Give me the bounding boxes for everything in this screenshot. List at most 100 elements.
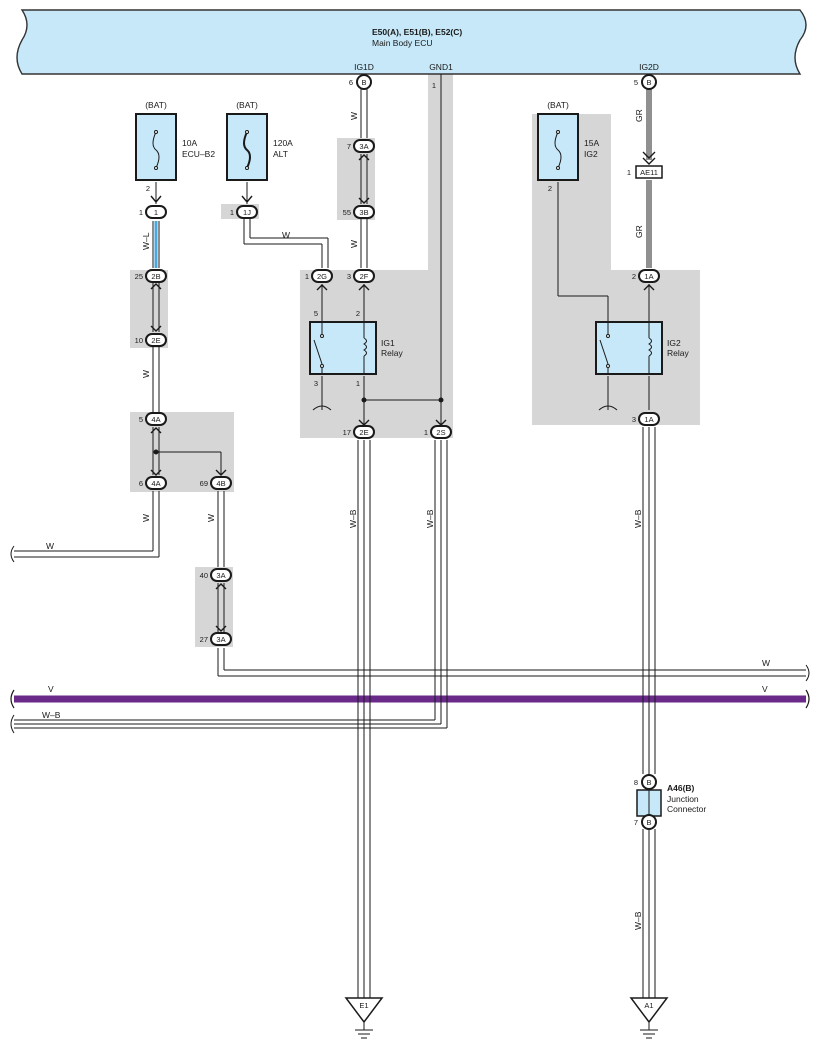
relay-sub: Relay <box>667 348 689 358</box>
connector-code: 3B <box>359 208 368 217</box>
fuse-source-label: (BAT) <box>145 100 167 110</box>
relay-pin: 3 <box>314 379 318 388</box>
connector-code: 2S <box>436 428 445 437</box>
fuse-ecu-b2: (BAT) 10A ECU–B2 2 <box>135 100 215 193</box>
connector-c2b: 2B 25 <box>135 269 167 283</box>
connector-shape <box>236 205 258 219</box>
connector-c1j: 1J1 <box>230 205 258 219</box>
main-body-ecu: E50(A), E51(B), E52(C) Main Body ECU IG1… <box>16 9 807 75</box>
connector-pin: 55 <box>343 208 351 217</box>
ground-label: E1 <box>359 1001 368 1010</box>
connector-shape <box>311 269 333 283</box>
connector-code: 2G <box>317 272 327 281</box>
connector-pin: 17 <box>343 428 351 437</box>
connector-c2e-a: 2E 10 <box>135 333 167 347</box>
connector-code: 2B <box>151 272 160 281</box>
fuse-name: ALT <box>273 149 288 159</box>
junction-pin-top: 8 <box>634 778 638 787</box>
relay-name: IG2 <box>667 338 681 348</box>
connector-shape <box>430 425 452 439</box>
ig2d-pin: 5 <box>634 78 638 87</box>
connector-shape <box>145 476 167 490</box>
junction-code: A46(B) <box>667 783 695 793</box>
fuse-source-label: (BAT) <box>547 100 569 110</box>
connector-pin: 1 <box>139 208 143 217</box>
connector-shape <box>210 568 232 582</box>
fuse-ig2: (BAT) 15A IG2 2 <box>537 100 599 193</box>
ig1d-pin: 6 <box>349 78 353 87</box>
ground-e1: E1 <box>344 997 384 1039</box>
junction-conn: B <box>646 778 651 787</box>
wire-label: W <box>349 112 359 120</box>
wires <box>14 74 806 998</box>
connector-code: 4A <box>151 415 160 424</box>
ig2d-terminal-label: IG2D <box>639 62 659 72</box>
ground-label: A1 <box>644 1001 653 1010</box>
junction-pin-bottom: 7 <box>634 818 638 827</box>
bus-v-right-label: V <box>762 684 768 694</box>
wire-label: W <box>282 230 290 240</box>
connector-shape <box>638 412 660 426</box>
ig1d-conn: B <box>361 78 366 87</box>
junction-conn: B <box>646 818 651 827</box>
connector-c3b: 3B 55 <box>343 205 375 219</box>
connector-code: 3A <box>216 571 225 580</box>
wire-label: GR <box>634 225 644 238</box>
wire-label: W <box>46 541 54 551</box>
bus-ends <box>10 545 810 734</box>
relay-pin: 1 <box>356 379 360 388</box>
connector-c4a-a: 4A5 <box>139 412 167 426</box>
bus-v-left-label: V <box>48 684 54 694</box>
fuse-pin: 2 <box>548 184 552 193</box>
connector-c1a-b: 1A3 <box>632 412 660 426</box>
ecu-subtitle: Main Body ECU <box>372 38 432 48</box>
connector-shape <box>353 269 375 283</box>
connector-c3a-c: 3A 27 <box>200 632 232 646</box>
connector-c1a-a: 1A2 <box>632 269 660 283</box>
connector-c4a-b: 4A6 <box>139 476 167 490</box>
fuse-alt: (BAT) 120A ALT <box>226 100 293 181</box>
connector-pin: 27 <box>200 635 208 644</box>
ig2d-conn: B <box>646 78 651 87</box>
connector-pin: 10 <box>135 336 143 345</box>
ig1d-terminal-label: IG1D <box>354 62 374 72</box>
connector-pin: 1 <box>424 428 428 437</box>
fuse-source-label: (BAT) <box>236 100 258 110</box>
fuse-name: ECU–B2 <box>182 149 215 159</box>
connector-pin: 25 <box>135 272 143 281</box>
relay-pin: 2 <box>356 309 360 318</box>
wire-label: W–B <box>425 509 435 528</box>
wire-label: W–B <box>633 509 643 528</box>
junction-sub: Connector <box>667 804 706 814</box>
splice-dots <box>153 397 444 455</box>
connector-shape <box>353 139 375 153</box>
connector-arrows <box>150 151 656 632</box>
wire-label: W–B <box>42 710 61 720</box>
connector-shape <box>210 632 232 646</box>
relay-ig1: IG1 Relay 5 2 3 1 <box>309 309 403 388</box>
fuse-name: IG2 <box>584 149 598 159</box>
connector-pin: 7 <box>347 142 351 151</box>
connector-code: 4A <box>151 479 160 488</box>
wire-label: W <box>349 240 359 248</box>
connector-pin: 1 <box>627 168 631 177</box>
connector-shape <box>353 425 375 439</box>
wire-label: W <box>141 370 151 378</box>
connector-code: AE11 <box>640 168 658 177</box>
connector-code: 3A <box>216 635 225 644</box>
connector-pin: 1 <box>230 208 234 217</box>
connector-shape <box>145 412 167 426</box>
wire-labels: W W W–L W W W W W W–B W–B W–B W–B GR GR … <box>42 109 770 930</box>
connector-code: 2E <box>151 336 160 345</box>
ecu-pins: B 6 1 B 5 <box>349 74 657 90</box>
fuse-amp: 10A <box>182 138 197 148</box>
wire-label: W–L <box>141 232 151 250</box>
relay-name: IG1 <box>381 338 395 348</box>
wire-label: GR <box>634 109 644 122</box>
junction-name: Junction <box>667 794 699 804</box>
connector-c1-top: 11 <box>139 205 167 219</box>
